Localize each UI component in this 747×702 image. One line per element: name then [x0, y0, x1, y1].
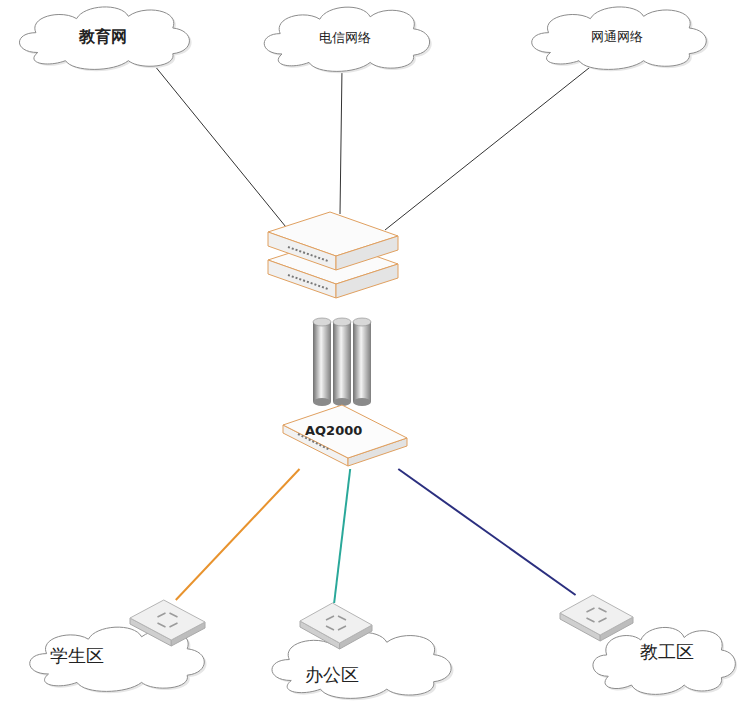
cable-cylinder	[333, 322, 351, 402]
cloud-group	[272, 632, 454, 700]
switch-arrows	[158, 613, 178, 627]
cable-cylinder	[313, 322, 331, 402]
cable-end	[333, 318, 351, 326]
node-label: 办公区	[305, 663, 359, 687]
cable-bundle	[313, 318, 371, 406]
router-side	[336, 264, 398, 298]
link-line	[176, 469, 300, 600]
network-cloud: 学生区	[20, 600, 210, 692]
node-label: 网通网络	[591, 28, 643, 46]
node-label: 电信网络	[319, 29, 371, 47]
network-cloud: 教育网	[10, 0, 195, 70]
node-label: 教工区	[640, 640, 694, 664]
node-shape	[262, 603, 457, 699]
link-stroke	[398, 469, 575, 595]
cable-end	[313, 318, 331, 326]
switch-icon	[560, 595, 633, 641]
gateway-device	[283, 405, 407, 466]
router-front	[268, 232, 336, 270]
cable-end	[313, 398, 331, 406]
gateway-node: AQ2000	[280, 403, 410, 469]
switch-icon	[130, 600, 205, 646]
cloud-outline	[19, 7, 189, 69]
uplink-line	[340, 68, 342, 214]
link-line	[334, 469, 350, 603]
switch-arrows	[587, 608, 607, 622]
network-cloud: 办公区	[262, 603, 457, 699]
cloud-group	[264, 7, 432, 73]
network-cloud: 教工区	[555, 595, 742, 697]
uplink-line	[385, 64, 594, 230]
node-shape	[20, 600, 210, 692]
router-unit	[268, 212, 398, 270]
router-ports	[288, 275, 328, 289]
router-ports	[288, 247, 328, 261]
cloud-outline	[272, 632, 451, 698]
cloud-group	[19, 7, 191, 71]
router-side	[336, 236, 398, 270]
cloud-outline	[532, 7, 707, 69]
device-top	[283, 405, 407, 458]
cloud-outline	[593, 627, 735, 694]
cloud-outline	[264, 7, 429, 71]
cable-cylinder	[353, 322, 371, 402]
switch-top	[130, 600, 205, 640]
node-label: AQ2000	[305, 423, 362, 438]
link-line	[398, 469, 575, 595]
uplink-line	[150, 60, 290, 232]
cable-end	[353, 398, 371, 406]
switch-top	[560, 595, 633, 635]
cable-end	[353, 318, 371, 326]
network-cloud: 电信网络	[255, 0, 435, 72]
node-label: 学生区	[50, 644, 104, 668]
cloud-group	[593, 627, 737, 696]
switch-top	[300, 603, 372, 643]
network-cloud: 网通网络	[522, 0, 712, 70]
cloud-group	[532, 7, 709, 71]
switch-arrows	[326, 616, 346, 630]
link-stroke	[334, 469, 350, 603]
switch-icon	[300, 603, 372, 649]
link-stroke	[176, 469, 300, 600]
node-label: 教育网	[79, 27, 127, 48]
